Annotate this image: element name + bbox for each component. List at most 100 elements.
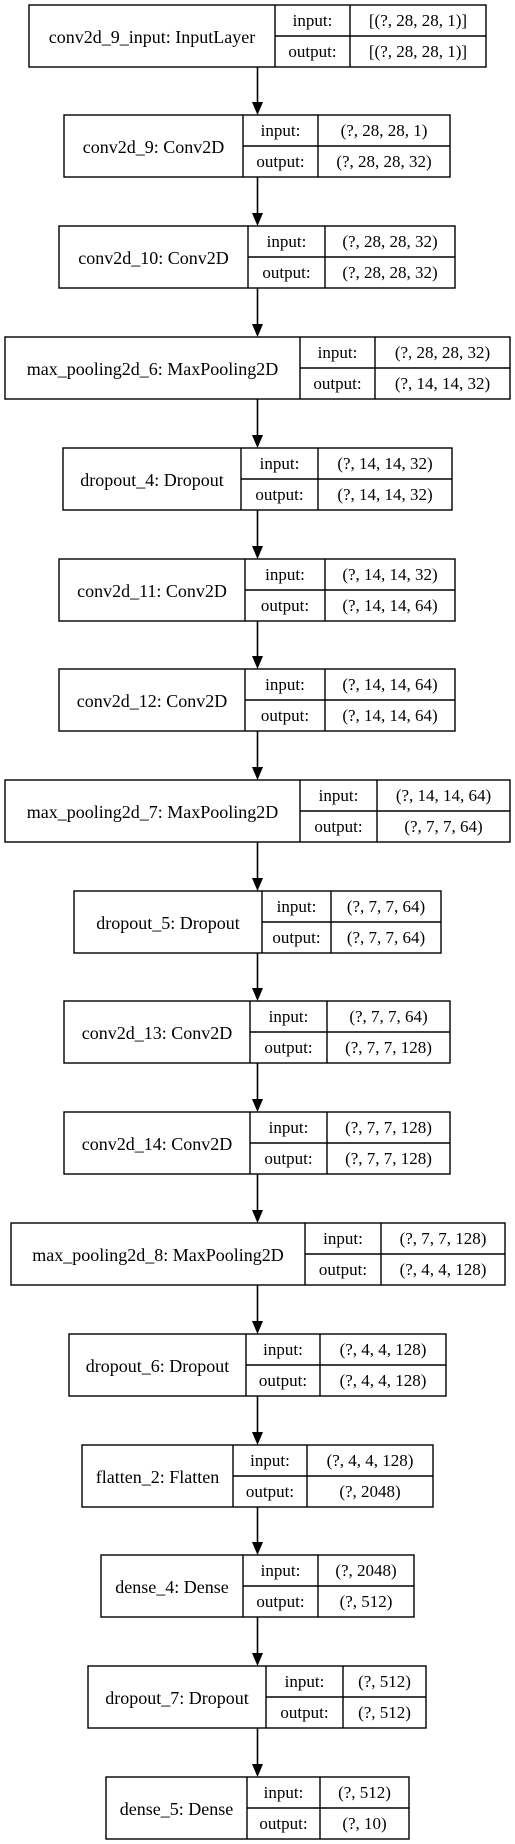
input-shape: (?, 7, 7, 128) xyxy=(400,1229,487,1248)
layer-name: conv2d_14: Conv2D xyxy=(82,1134,233,1154)
layer-node-max-pooling2d-6: max_pooling2d_6: MaxPooling2Dinput:outpu… xyxy=(4,336,511,400)
input-label: input: xyxy=(261,121,301,140)
output-shape: (?, 512) xyxy=(358,1703,411,1722)
output-label: output: xyxy=(288,42,336,61)
input-shape: (?, 28, 28, 1) xyxy=(341,121,428,140)
output-label: output: xyxy=(256,152,304,171)
edge-arrow xyxy=(252,1507,263,1555)
output-label: output: xyxy=(313,374,361,393)
input-shape: (?, 14, 14, 64) xyxy=(342,675,437,694)
output-shape: [(?, 28, 28, 1)] xyxy=(369,42,467,61)
input-label: input: xyxy=(285,1672,325,1691)
output-shape: (?, 10) xyxy=(342,1814,386,1833)
input-label: input: xyxy=(265,675,305,694)
layer-name: conv2d_9_input: InputLayer xyxy=(49,27,255,47)
arrow-head-icon xyxy=(252,1764,263,1777)
output-shape: (?, 28, 28, 32) xyxy=(342,263,437,282)
layer-name: conv2d_11: Conv2D xyxy=(77,581,227,601)
arrow-head-icon xyxy=(252,213,263,226)
arrow-head-icon xyxy=(252,767,263,780)
arrow-head-icon xyxy=(252,656,263,669)
output-label: output: xyxy=(262,263,310,282)
layer-name: max_pooling2d_6: MaxPooling2D xyxy=(27,359,279,379)
layer-name: max_pooling2d_7: MaxPooling2D xyxy=(27,802,279,822)
edge-arrow xyxy=(252,510,263,559)
layer-node-conv2d-9: conv2d_9: Conv2D input: output: (?, 28, 28,… xyxy=(63,114,451,178)
layer-node-max-pooling2d-7: max_pooling2d_7: MaxPooling2D input: outpu… xyxy=(4,779,511,843)
arrow-head-icon xyxy=(252,1099,263,1112)
input-label: input: xyxy=(293,11,333,30)
edge-arrow xyxy=(252,1063,263,1112)
arrow-head-icon xyxy=(252,1542,263,1555)
output-shape: (?, 7, 7, 64) xyxy=(404,817,482,836)
arrow-head-icon xyxy=(252,878,263,891)
layer-name: dropout_5: Dropout xyxy=(96,913,240,933)
arrow-head-icon xyxy=(252,102,263,115)
input-shape: (?, 14, 14, 64) xyxy=(396,786,491,805)
input-shape: (?, 512) xyxy=(338,1783,391,1802)
layer-name: conv2d_12: Conv2D xyxy=(77,691,228,711)
layer-name: conv2d_9: Conv2D xyxy=(83,137,225,157)
input-label: input: xyxy=(260,454,300,473)
output-label: output: xyxy=(246,1482,294,1501)
layer-node-conv2d-10: conv2d_10: Conv2D input: output: (?, 28, 28… xyxy=(58,225,456,289)
layer-node-max-pooling2d-8: max_pooling2d_8: MaxPooling2D input: outpu… xyxy=(10,1222,506,1286)
output-shape: (?, 4, 4, 128) xyxy=(400,1260,487,1279)
layer-name: dropout_7: Dropout xyxy=(105,1688,249,1708)
output-label: output: xyxy=(255,485,303,504)
input-label: input: xyxy=(269,1007,309,1026)
arrow-head-icon xyxy=(252,988,263,1001)
input-label: input: xyxy=(267,232,307,251)
edge-arrow xyxy=(252,842,263,891)
layer-node-dense-5: dense_5: Dense input: output: (?, 512) (?, 1… xyxy=(105,1776,410,1840)
input-label: input: xyxy=(264,1783,304,1802)
output-shape: (?, 512) xyxy=(340,1592,393,1611)
layer-name: dense_5: Dense xyxy=(120,1799,233,1819)
layer-name: max_pooling2d_8: MaxPooling2D xyxy=(32,1245,284,1265)
output-label: output: xyxy=(314,817,362,836)
output-shape: (?, 14, 14, 64) xyxy=(342,596,437,615)
input-shape: (?, 14, 14, 32) xyxy=(342,565,437,584)
arrow-head-icon xyxy=(252,1321,263,1334)
layer-name: conv2d_10: Conv2D xyxy=(78,248,229,268)
output-shape: (?, 14, 14, 32) xyxy=(395,374,490,393)
edges xyxy=(252,67,263,1777)
output-shape: (?, 7, 7, 128) xyxy=(345,1038,432,1057)
edge-arrow xyxy=(252,953,263,1001)
input-label: input: xyxy=(269,1118,309,1137)
layer-name: conv2d_13: Conv2D xyxy=(82,1023,233,1043)
input-shape: [(?, 28, 28, 1)] xyxy=(369,11,467,30)
output-label: output: xyxy=(272,928,320,947)
edge-arrow xyxy=(252,177,263,226)
input-shape: (?, 7, 7, 128) xyxy=(345,1118,432,1137)
input-label: input: xyxy=(261,1561,301,1580)
input-shape: (?, 2048) xyxy=(335,1561,396,1580)
edge-arrow xyxy=(252,1174,263,1223)
input-label: input: xyxy=(265,565,305,584)
layer-nodes: conv2d_9_input: InputLayer input: output: [… xyxy=(4,4,511,1840)
arrow-head-icon xyxy=(252,1210,263,1223)
arrow-head-icon xyxy=(252,1653,263,1666)
output-shape: (?, 7, 7, 64) xyxy=(347,928,425,947)
edge-arrow xyxy=(252,288,263,337)
input-label: input: xyxy=(323,1229,363,1248)
edge-arrow xyxy=(252,399,263,448)
input-shape: (?, 28, 28, 32) xyxy=(395,343,490,362)
output-label: output: xyxy=(319,1260,367,1279)
edge-arrow xyxy=(252,1396,263,1445)
output-label: output: xyxy=(259,1814,307,1833)
layer-name: dropout_6: Dropout xyxy=(86,1356,230,1376)
input-shape: (?, 7, 7, 64) xyxy=(347,897,425,916)
input-label: input: xyxy=(319,786,359,805)
arrow-head-icon xyxy=(252,1432,263,1445)
output-label: output: xyxy=(280,1703,328,1722)
edge-arrow xyxy=(252,67,263,115)
layer-name: flatten_2: Flatten xyxy=(96,1467,219,1487)
